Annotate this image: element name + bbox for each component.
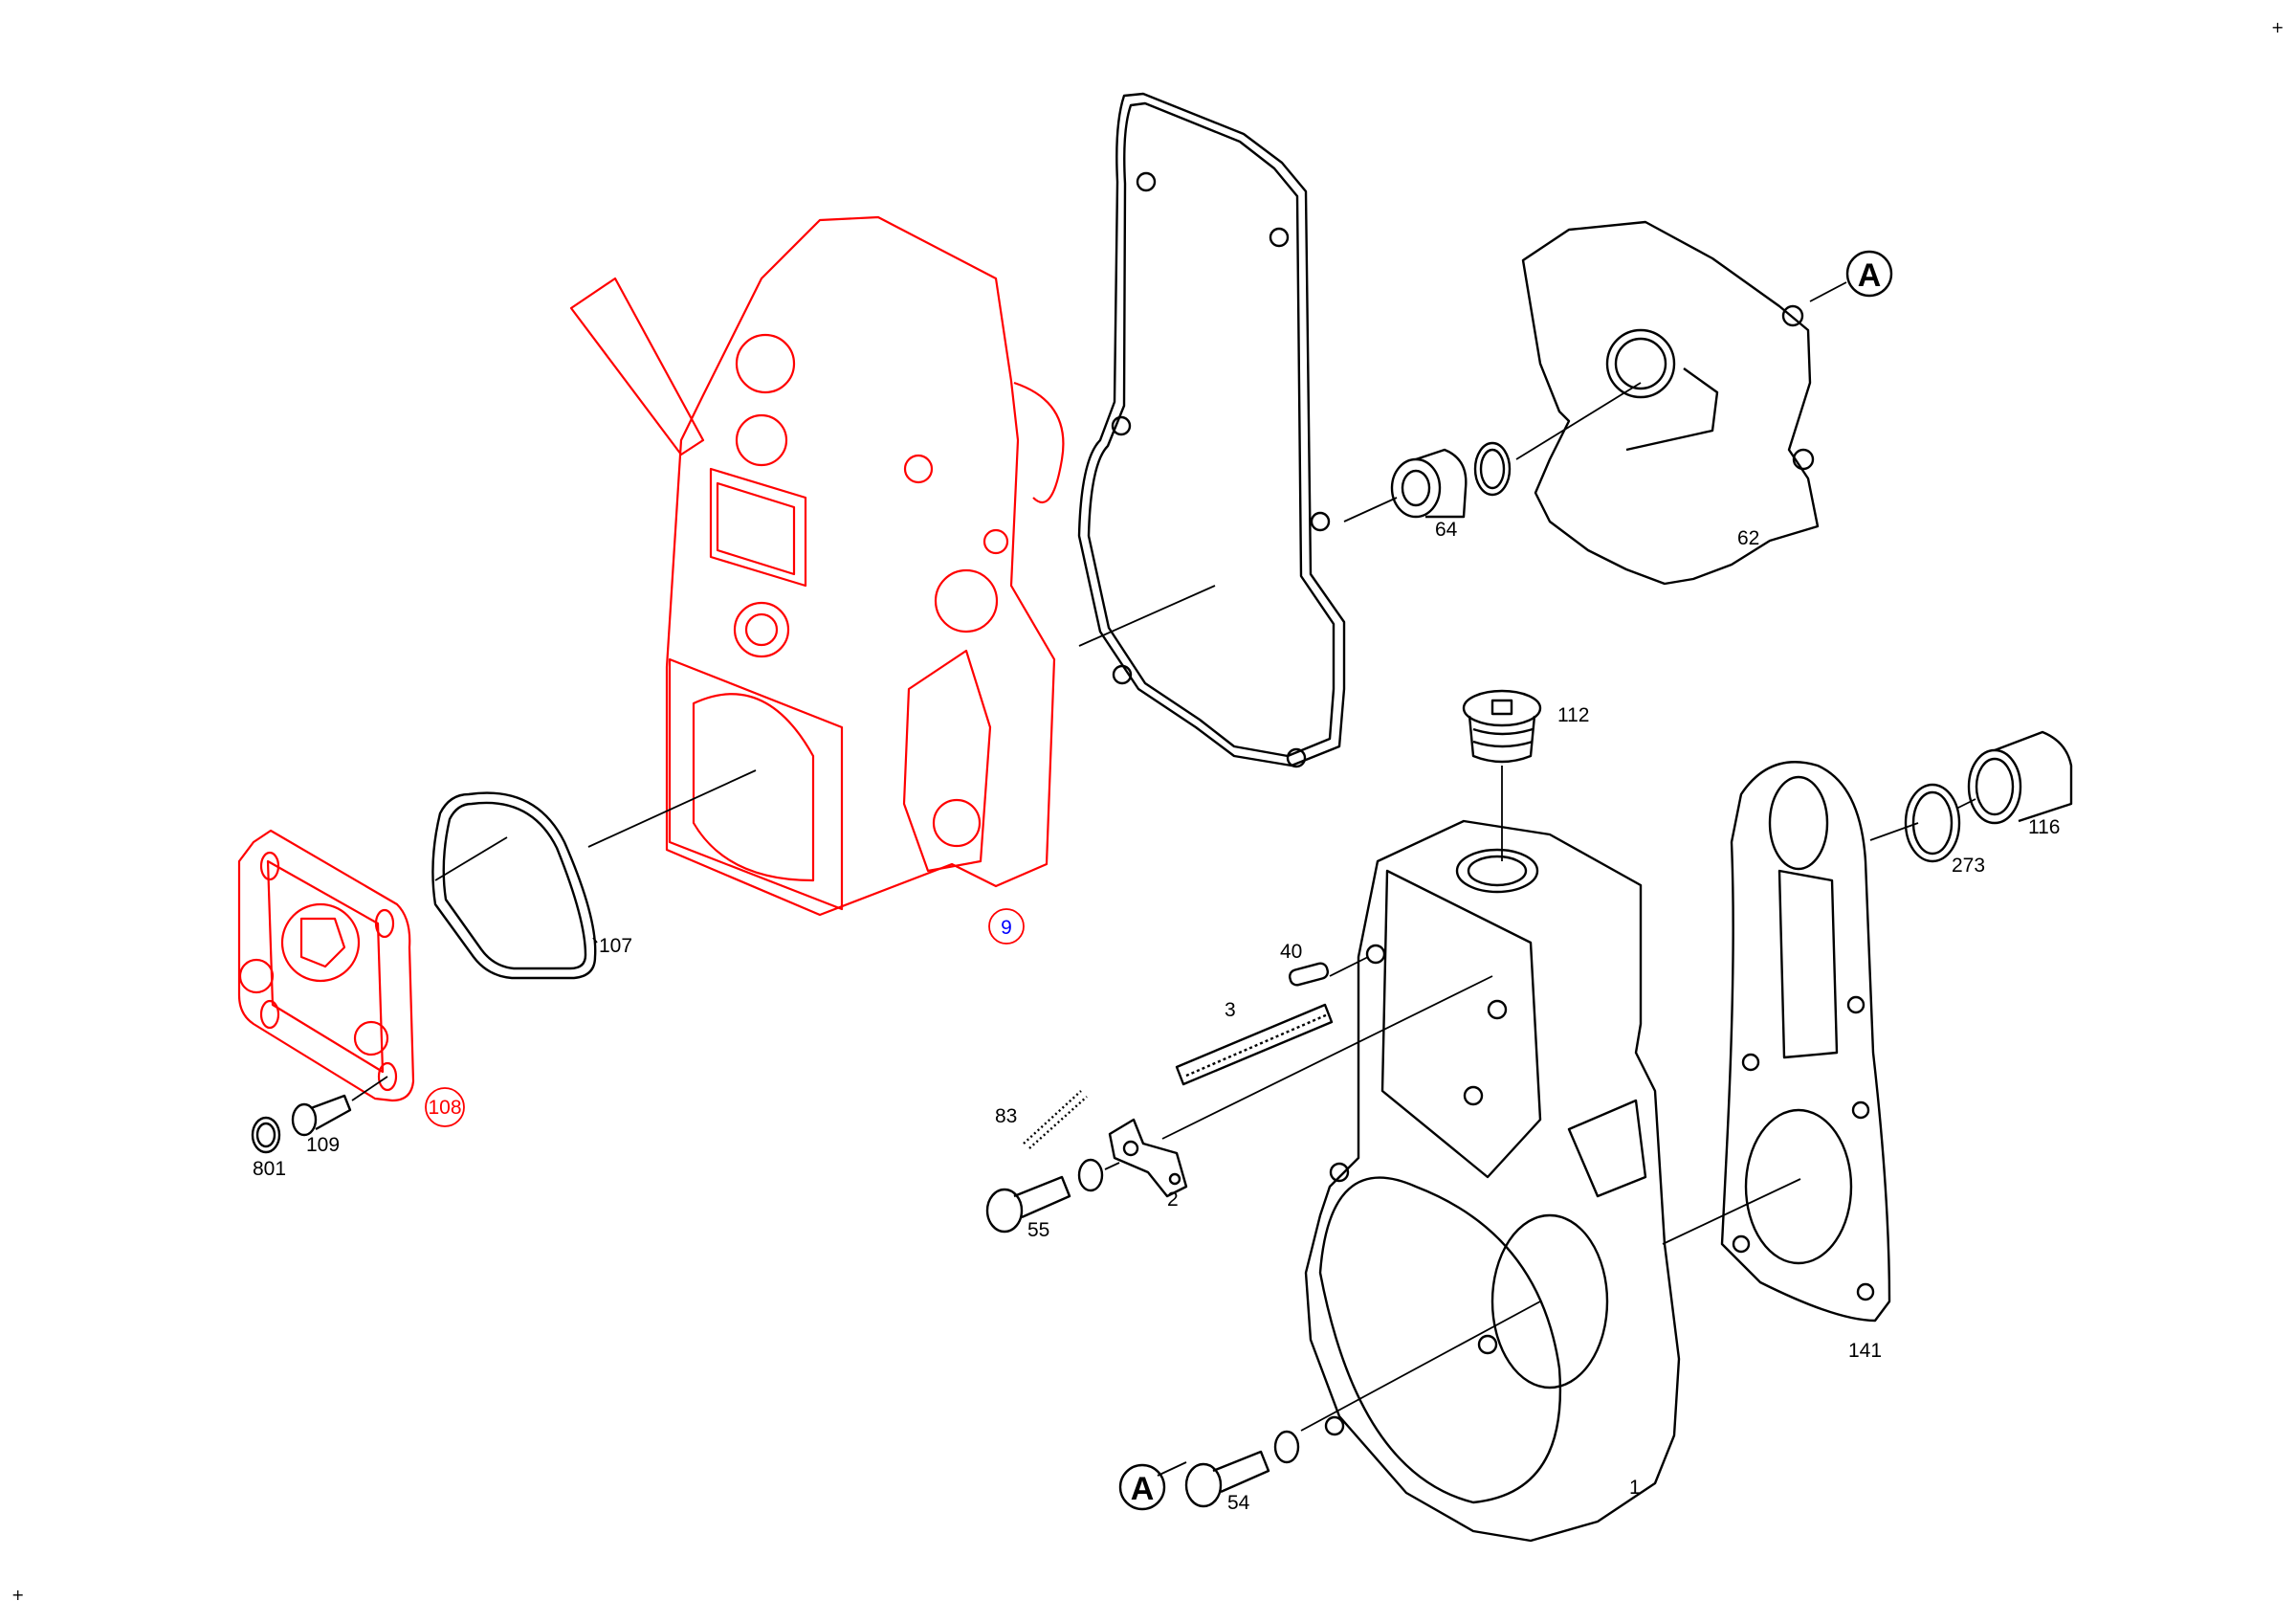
label-273[interactable]: 273	[1952, 855, 1985, 877]
gasket-part-107[interactable]	[431, 791, 597, 980]
label-2[interactable]: 2	[1167, 1189, 1179, 1211]
label-109[interactable]: 109	[306, 1134, 340, 1156]
screw-part-109[interactable]	[291, 1094, 352, 1137]
gasket-top[interactable]	[1077, 92, 1346, 768]
label-62[interactable]: 62	[1737, 527, 1759, 549]
leader-lines	[351, 281, 1976, 1477]
screw-part-55[interactable]	[985, 1158, 1104, 1234]
reference-a-bottom-text: A	[1131, 1471, 1155, 1507]
label-112[interactable]: 112	[1557, 704, 1589, 726]
nut-part-116[interactable]	[1967, 730, 2073, 825]
label-107[interactable]: 107	[599, 935, 632, 957]
screw-part-3[interactable]	[1175, 1003, 1334, 1086]
label-64[interactable]: 64	[1435, 519, 1458, 541]
screw-part-54[interactable]	[1184, 1430, 1300, 1508]
label-40[interactable]: 40	[1280, 941, 1302, 963]
washer-part-801[interactable]	[251, 1116, 281, 1154]
label-801[interactable]: 801	[253, 1158, 286, 1180]
plug-part-112[interactable]	[1462, 689, 1542, 764]
label-108-circled[interactable]: 108	[425, 1087, 465, 1127]
gasket-part-141[interactable]	[1720, 761, 1891, 1323]
label-3[interactable]: 3	[1225, 999, 1236, 1021]
nut-part-64[interactable]	[1390, 441, 1512, 519]
ring-part-273[interactable]	[1904, 783, 1961, 863]
label-108[interactable]: 108	[428, 1097, 461, 1119]
cover-part-108[interactable]	[237, 829, 415, 1102]
bracket-part-62[interactable]	[1521, 220, 1820, 586]
label-9-circled[interactable]: 9	[988, 908, 1025, 945]
spring-part-83[interactable]	[1023, 1090, 1088, 1149]
housing-part-1[interactable]	[1304, 819, 1681, 1543]
pin-part-40[interactable]	[1288, 962, 1330, 987]
label-55[interactable]: 55	[1027, 1219, 1049, 1241]
reference-a-top-text: A	[1858, 257, 1882, 294]
reference-mark-a-bottom[interactable]: A	[1118, 1463, 1166, 1511]
reference-mark-a-top[interactable]: A	[1845, 250, 1893, 298]
label-1[interactable]: 1	[1629, 1477, 1641, 1499]
crosshair-bottom-left: +	[11, 1586, 24, 1604]
bracket-part-2[interactable]	[1108, 1118, 1188, 1198]
label-116[interactable]: 116	[2028, 816, 2060, 838]
label-54[interactable]: 54	[1227, 1492, 1250, 1514]
label-9[interactable]: 9	[1001, 917, 1012, 939]
label-141[interactable]: 141	[1848, 1340, 1882, 1362]
pump-body-part-9[interactable]	[569, 215, 1065, 917]
label-83[interactable]: 83	[995, 1105, 1017, 1127]
crosshair-top-right: +	[2271, 18, 2284, 36]
